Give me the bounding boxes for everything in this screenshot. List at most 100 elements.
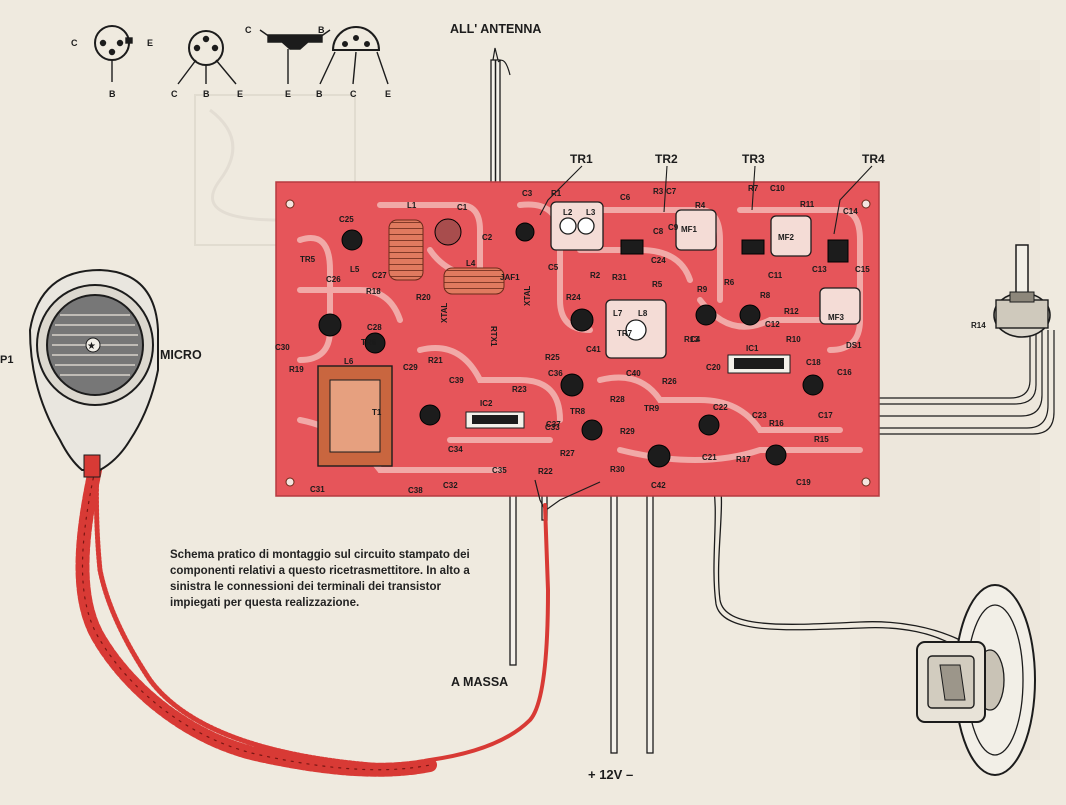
pin-label: B <box>109 89 116 99</box>
c4-label: C4 <box>690 335 701 344</box>
p1-fragment: P1 <box>0 354 13 366</box>
jaf1-label: JAF1 <box>500 273 520 282</box>
r14-label: R14 <box>971 321 986 330</box>
tr4-label: TR4 <box>862 152 885 166</box>
pinout-to92-half <box>319 26 389 85</box>
pinout-to92-round <box>177 30 237 85</box>
speaker-wire <box>711 479 961 649</box>
ic1-label: IC1 <box>746 344 759 353</box>
caption: Schema pratico di montaggio sul circuito… <box>170 549 470 609</box>
supply-wires <box>509 484 654 754</box>
r30-label: R30 <box>610 465 625 474</box>
c16-label: C16 <box>837 368 852 377</box>
c25-label: C25 <box>339 215 354 224</box>
l3-label: L3 <box>586 208 596 217</box>
r8-label: R8 <box>760 291 771 300</box>
pin-label: E <box>147 38 153 48</box>
r14-wires <box>850 330 1055 435</box>
transformer-t1 <box>317 365 393 467</box>
c22-label: C22 <box>713 403 728 412</box>
pin-label: C <box>71 38 78 48</box>
c11-label: C11 <box>768 271 783 280</box>
pin-label: C <box>350 89 357 99</box>
star-icon: ★ <box>87 341 96 352</box>
c23-label: C23 <box>752 411 767 420</box>
l6-label: L6 <box>344 357 354 366</box>
r16-label: R16 <box>769 419 784 428</box>
pcb-labels: TR5 TR6 TR7 TR8 TR9 IC2 IC1 T1 JAF1 XTAL… <box>275 184 870 495</box>
transistor-top-labels: TR1 TR2 TR3 TR4 <box>570 152 885 166</box>
pinout-flat <box>259 29 331 84</box>
tr5-label: TR5 <box>300 255 316 264</box>
c5-label: C5 <box>548 263 559 272</box>
l1-label: L1 <box>407 201 417 210</box>
r17-label: R17 <box>736 455 751 464</box>
ics <box>465 354 791 429</box>
ds1-label: DS1 <box>846 341 862 350</box>
r9-label: R9 <box>697 285 708 294</box>
xtal-label: XTAL <box>523 286 532 306</box>
c9-label: C9 <box>668 223 679 232</box>
c40-label: C40 <box>626 369 641 378</box>
r19-label: R19 <box>289 365 304 374</box>
r24-label: R24 <box>566 293 581 302</box>
r29-label: R29 <box>620 427 635 436</box>
l4-label: L4 <box>466 259 476 268</box>
tr1-label: TR1 <box>570 152 593 166</box>
c13-label: C13 <box>812 265 827 274</box>
c27-label: C27 <box>372 271 387 280</box>
r27-label: R27 <box>560 449 575 458</box>
t1-label: T1 <box>372 408 382 417</box>
l2-label: L2 <box>563 208 573 217</box>
r28-label: R28 <box>610 395 625 404</box>
l8-label: L8 <box>638 309 648 318</box>
tr3-label: TR3 <box>742 152 765 166</box>
microphone-cable <box>75 462 551 777</box>
c10-label: C10 <box>770 184 785 193</box>
r13-label: R13 <box>684 335 699 344</box>
r5-label: R5 <box>652 280 663 289</box>
r12-label: R12 <box>784 307 799 316</box>
r2-label: R2 <box>590 271 601 280</box>
c32-label: C32 <box>443 481 458 490</box>
transistor-cases <box>318 218 849 468</box>
c8-label: C8 <box>653 227 664 236</box>
pin-label: E <box>285 89 291 99</box>
c3-label: C3 <box>522 189 533 198</box>
c26-label: C26 <box>326 275 341 284</box>
c21-label: C21 <box>702 453 717 462</box>
l7-label: L7 <box>613 309 623 318</box>
c29-label: C29 <box>403 363 418 372</box>
r23-label: R23 <box>512 385 527 394</box>
c1-label: C1 <box>457 203 468 212</box>
mf1-label: MF1 <box>681 225 698 234</box>
r11-label: R11 <box>800 200 815 209</box>
c7-label: C7 <box>666 187 677 196</box>
c30-label: C30 <box>275 343 290 352</box>
r18-label: R18 <box>366 287 381 296</box>
c18-label: C18 <box>806 358 821 367</box>
r21-label: R21 <box>428 356 443 365</box>
loudspeaker <box>916 584 1036 776</box>
mounting-holes <box>285 199 871 487</box>
r22-label: R22 <box>538 467 553 476</box>
c2-label: C2 <box>482 233 493 242</box>
r31-label: R31 <box>612 273 627 282</box>
pin-label: B <box>318 25 325 35</box>
r25-label: R25 <box>545 353 560 362</box>
ifts <box>550 201 861 359</box>
mf3-label: MF3 <box>828 313 845 322</box>
coils <box>388 219 505 295</box>
c35-label: C35 <box>492 466 507 475</box>
c19-label: C19 <box>796 478 811 487</box>
ic2-label: IC2 <box>480 399 493 408</box>
pin-label: B <box>203 89 210 99</box>
pin-label: B <box>316 89 323 99</box>
r6-label: R6 <box>724 278 735 287</box>
l5-label: L5 <box>350 265 360 274</box>
c12-label: C12 <box>765 320 780 329</box>
power-label: + 12V – <box>588 767 633 782</box>
ground-label: A MASSA <box>451 675 508 689</box>
c42-label: C42 <box>651 481 666 490</box>
